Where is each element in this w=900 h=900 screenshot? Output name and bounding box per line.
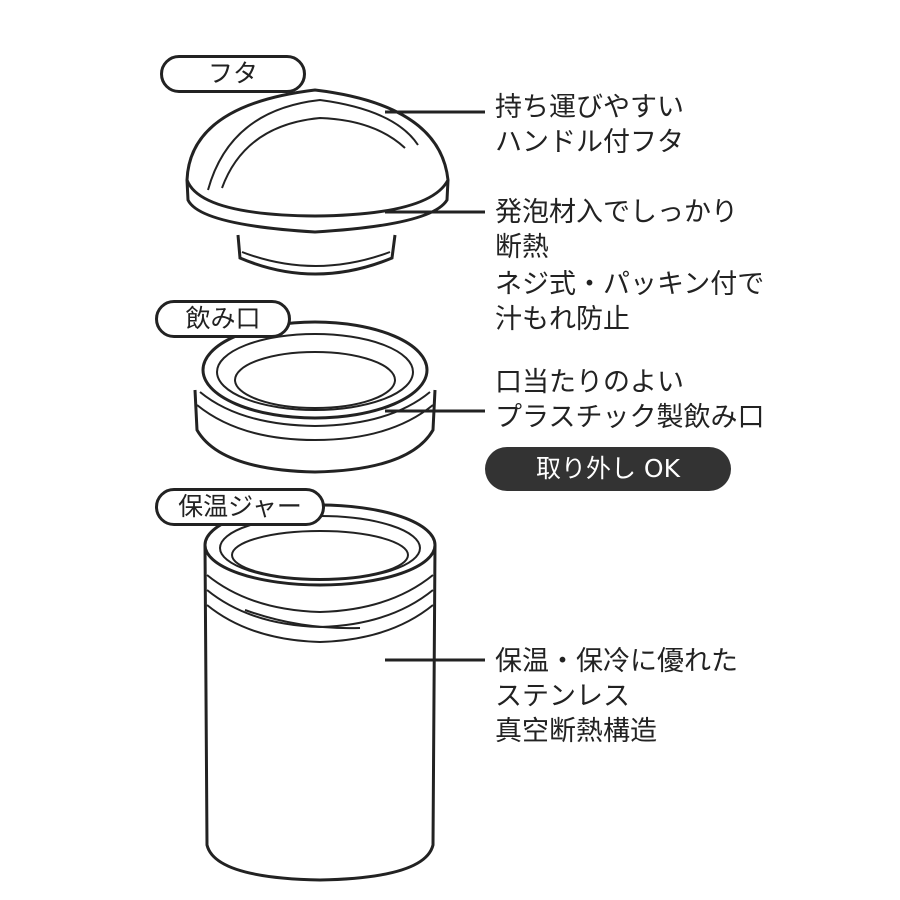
callout-line: ハンドル付フタ <box>495 127 684 158</box>
callout-line: ネジ式・パッキン付で <box>495 269 765 300</box>
lid-drawing <box>185 88 450 276</box>
lid-label: フタ <box>160 55 306 93</box>
callout-screw: ネジ式・パッキン付で 汁もれ防止 <box>495 267 764 337</box>
callout-line: 汁もれ防止 <box>495 304 630 335</box>
callout-line: 発泡材入でしっかり <box>495 197 738 228</box>
callout-line: プラスチック製飲み口 <box>495 402 765 433</box>
callout-line: 真空断熱構造 <box>495 716 657 747</box>
removable-badge: 取り外し OK <box>485 447 731 491</box>
callout-line: ステンレス <box>495 681 630 712</box>
callout-handle: 持ち運びやすい ハンドル付フタ <box>495 90 684 160</box>
jar-label: 保温ジャー <box>155 488 325 526</box>
mouthpiece-drawing <box>193 320 437 474</box>
callout-insulation: 発泡材入でしっかり 断熱 <box>495 195 738 265</box>
callout-vacuum: 保温・保冷に優れた ステンレス 真空断熱構造 <box>495 644 738 749</box>
callout-mouth: 口当たりのよい プラスチック製飲み口 <box>495 365 764 435</box>
callout-line: 保温・保冷に優れた <box>495 646 738 677</box>
callout-line: 口当たりのよい <box>495 367 684 398</box>
callout-line: 断熱 <box>495 232 549 263</box>
callout-line: 持ち運びやすい <box>495 92 684 123</box>
mouthpiece-label: 飲み口 <box>155 300 291 338</box>
jar-drawing <box>203 503 437 882</box>
